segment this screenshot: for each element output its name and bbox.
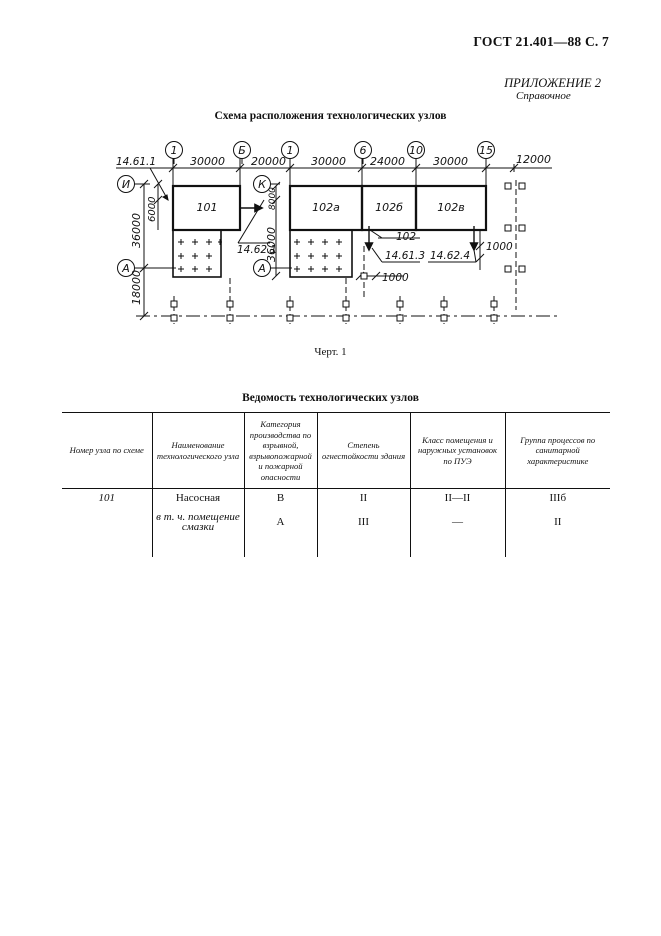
cell-node-name: в т. ч. помещение смазки [151,507,244,537]
axis-marker: К [258,178,267,191]
axis-marker: И [122,178,130,191]
drawing-caption: Черт. 1 [314,346,347,358]
layout-scheme-drawing: 30000 20000 30000 24000 30000 12000 1 Б … [116,141,560,324]
dim-text: 8000 [268,187,278,210]
header-fire-resistance: Степень огнестойкости здания [316,412,410,489]
process-nodes-table: Номер узла по схеме Наименование техноло… [62,412,610,557]
room-label: 101 [197,201,218,214]
dim-text: 30000 [433,155,468,168]
dim-text: 24000 [370,155,405,168]
dim-text: 1000 [486,241,513,253]
dim-text: 36000 [265,227,278,262]
dim-text: 12000 [516,153,551,166]
empty-cell [504,537,610,557]
appendix-label: ПРИЛОЖЕНИЕ 2 [504,76,601,90]
scheme-title: Схема расположения технологических узлов [214,110,447,122]
dim-text: 20000 [251,155,286,168]
cell-node-name: Насосная [151,488,244,507]
header-node-name: Наименование технологического узла [151,412,244,489]
room-label: 102б [375,201,403,214]
empty-cell [316,537,410,557]
dim-text: 30000 [190,155,225,168]
cell-hazard-category: В [243,488,317,507]
header-sanitary-group: Группа процессов по санитарной характери… [504,412,610,489]
cell-sanitary-group: IIIб [504,488,610,507]
table-row: в т. ч. помещение смазки А III — II [62,507,610,537]
cell-pue-class: — [409,507,505,537]
node-label: 102 [396,231,416,243]
header-pue-class: Класс помещения и наружных установок по … [409,412,505,489]
reference-label: Справочное [516,90,571,102]
axis-marker: 1 [171,144,178,157]
axis-marker: 6 [360,144,367,157]
cell-hazard-category: А [243,507,317,537]
node-label: 14.61.3 [385,250,425,262]
room-label: 102а [312,201,340,214]
dim-text: 1000 [382,272,409,284]
cell-node-number [62,507,152,537]
table-row [62,537,610,557]
axis-marker: 10 [409,144,423,157]
table-title: Ведомость технологических узлов [242,392,419,404]
node-label: 14.62.4 [430,250,470,262]
axis-marker: 1 [287,144,294,157]
axis-marker: А [121,262,130,275]
dim-text: 6000 [147,197,158,222]
cell-fire-resistance: II [316,488,410,507]
cell-pue-class: II—II [409,488,505,507]
table-row: 101 Насосная В II II—II IIIб [62,488,610,507]
header-hazard-category: Категория производства по взрывной, взры… [243,412,317,489]
axis-marker: 15 [479,144,493,157]
axis-marker: А [257,262,266,275]
empty-cell [151,537,244,557]
empty-cell [409,537,505,557]
cell-fire-resistance: III [316,507,410,537]
doc-header-ref: ГОСТ 21.401—88 С. 7 [473,34,609,49]
node-label: 14.61.1 [116,156,156,168]
cell-sanitary-group: II [504,507,610,537]
node-label: 14.62.1 [237,244,277,256]
header-node-number: Номер узла по схеме [62,412,152,489]
empty-cell [243,537,317,557]
room-label: 102в [437,201,464,214]
dim-text: 30000 [311,155,346,168]
dim-text: 36000 [130,213,143,248]
cell-node-number: 101 [98,492,116,504]
dim-text: 18000 [130,270,143,305]
empty-cell [62,537,152,557]
axis-marker: Б [238,144,246,157]
